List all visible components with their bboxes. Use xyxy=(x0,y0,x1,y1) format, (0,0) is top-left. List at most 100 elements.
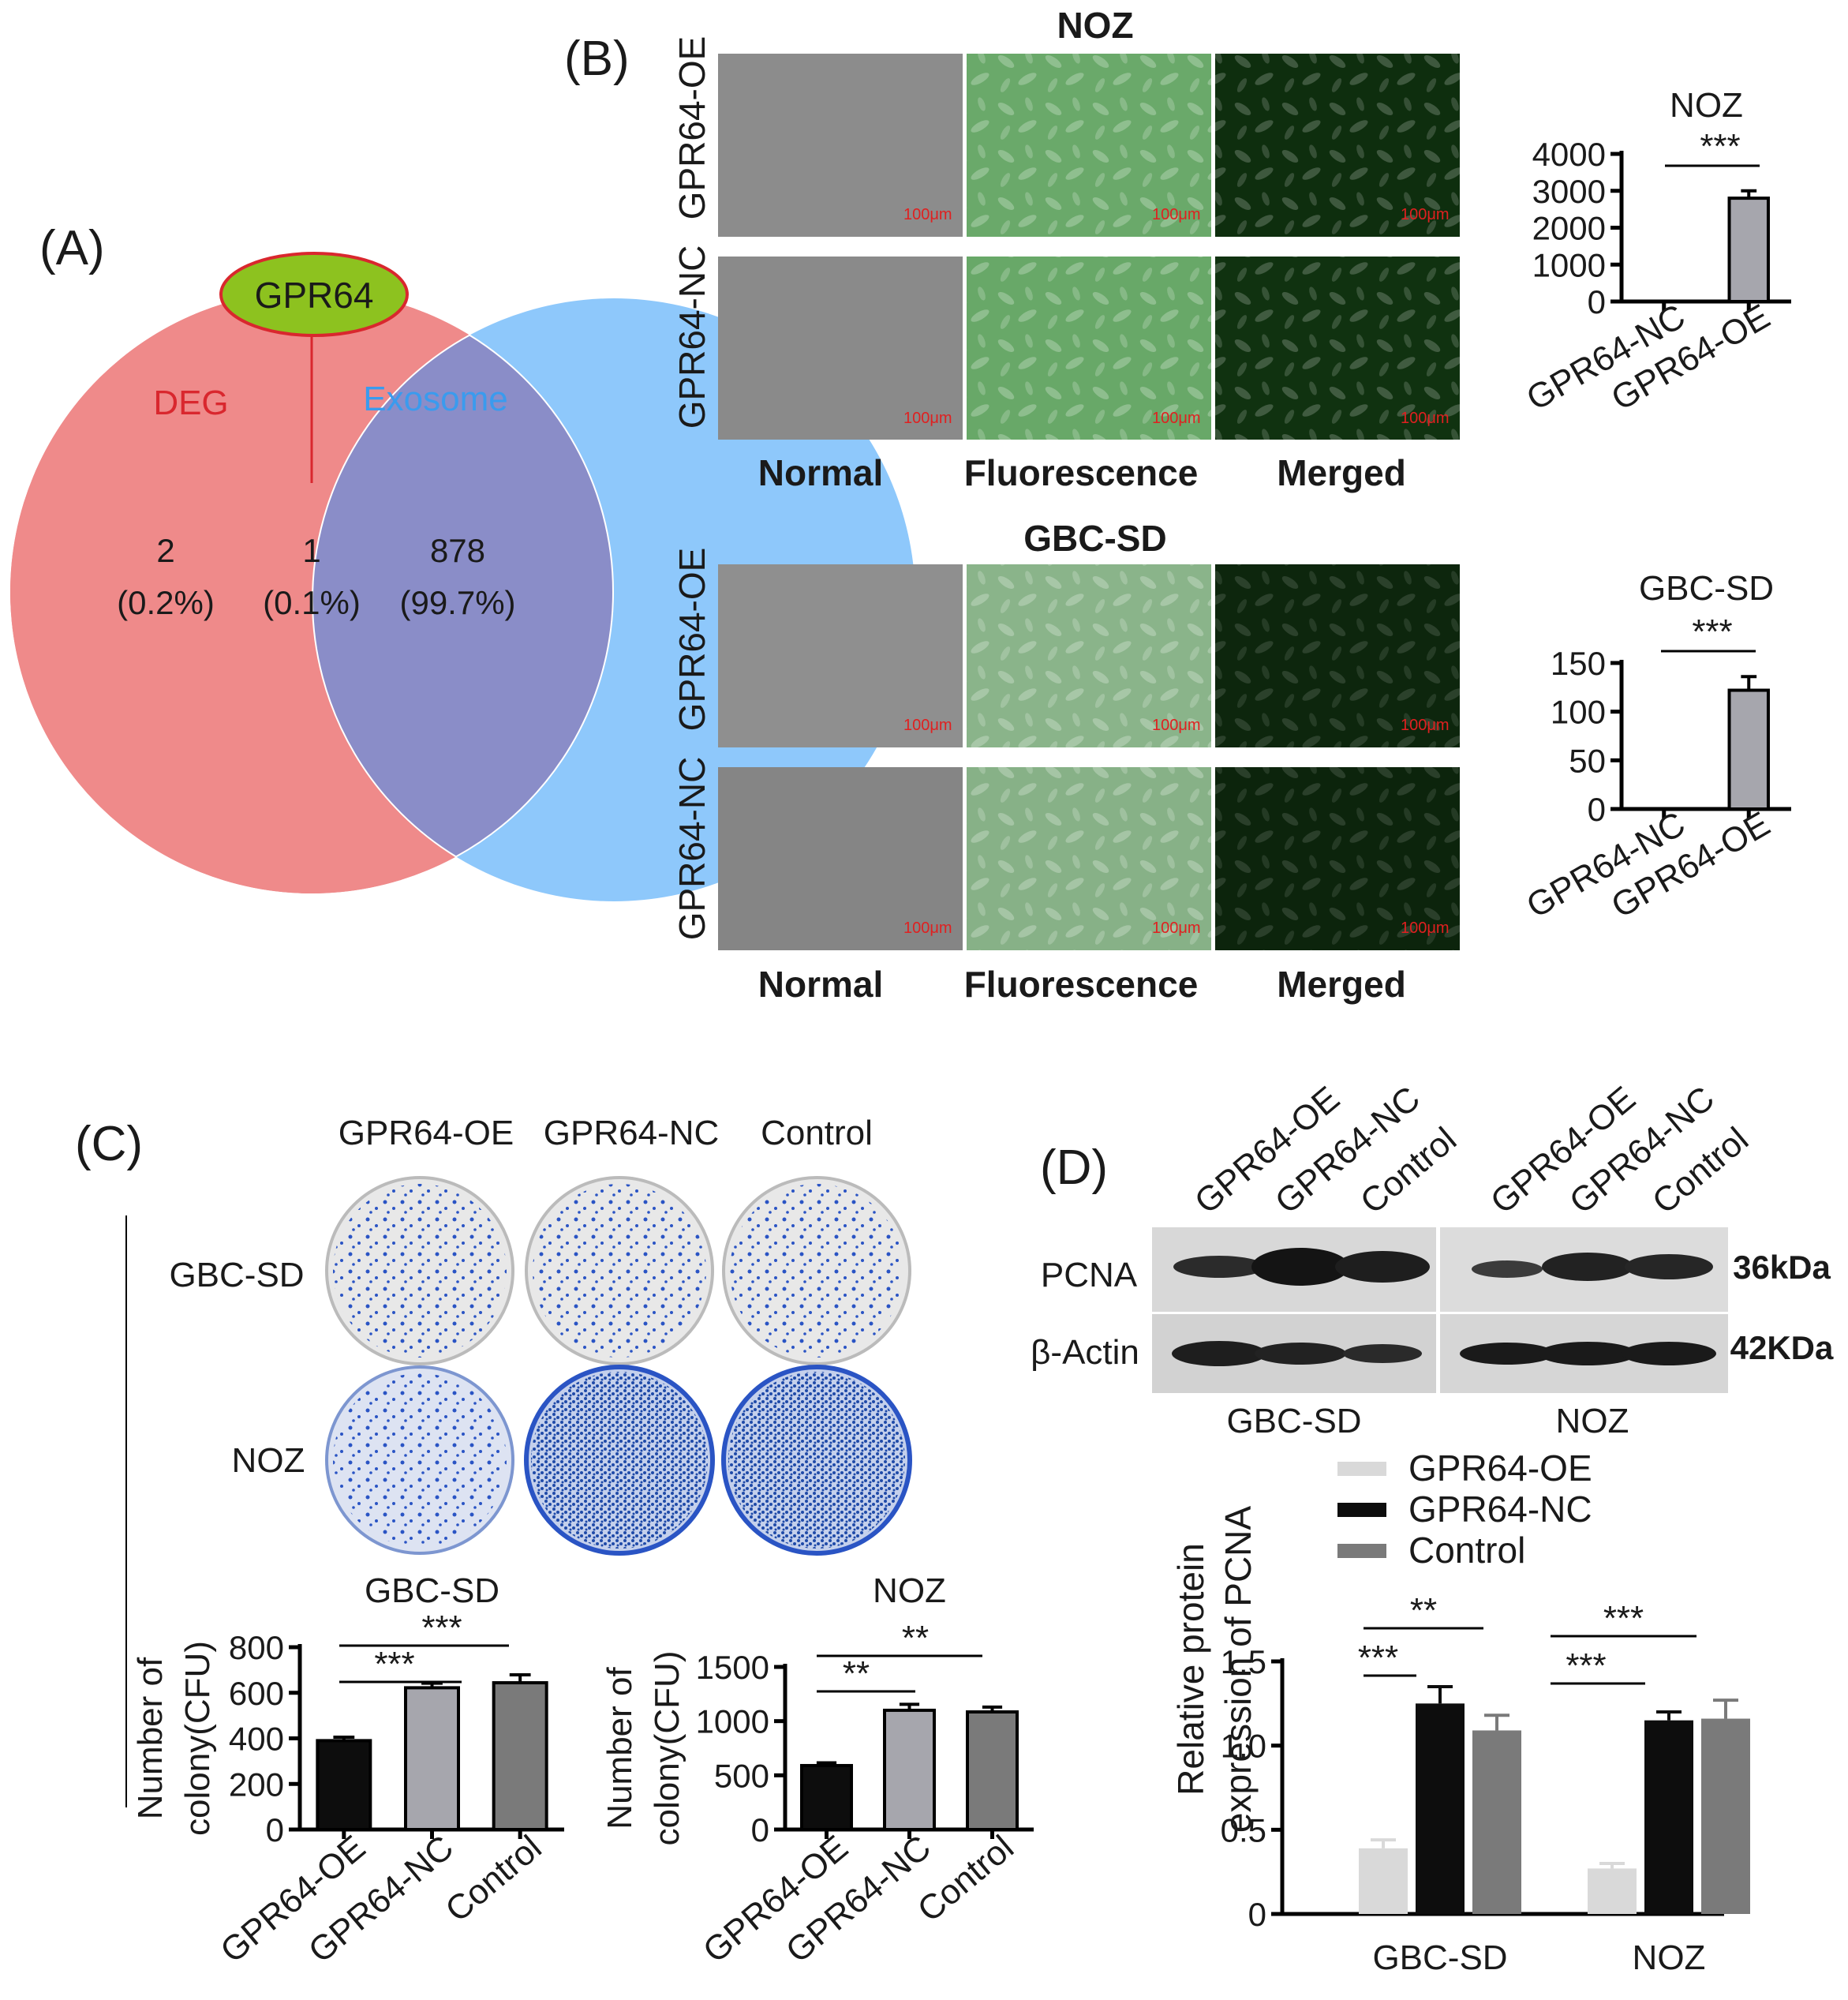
y-tick-label: 4000 xyxy=(1532,136,1606,173)
venn-overlap-region xyxy=(312,334,614,858)
legend-label: Control xyxy=(1408,1530,1525,1571)
y-axis-label: Relative protein xyxy=(1170,1543,1211,1796)
noz-oe-fluorescence-cells xyxy=(967,54,1211,237)
bar xyxy=(966,1710,1019,1832)
plate-gbcsd-control-colonies xyxy=(730,1184,903,1358)
scale-bar: 100μm xyxy=(903,410,952,427)
y-tick-label: 200 xyxy=(229,1766,284,1803)
panel-b: (B) NOZ GBC-SD GPR64-OE GPR64-NC GPR64-O… xyxy=(564,5,1791,1005)
noz-micrograph-title: NOZ xyxy=(1057,5,1133,46)
col-fluorescence-label: Fluorescence xyxy=(964,452,1199,493)
gbcsd-oe-fluorescence-cells xyxy=(967,564,1211,747)
chart-title: NOZ xyxy=(873,1571,946,1610)
bar xyxy=(1644,1720,1693,1914)
set-deg-label: DEG xyxy=(153,384,228,422)
scale-bar: 100μm xyxy=(1401,717,1450,734)
significance-stars: *** xyxy=(1603,1599,1644,1638)
col-normal-label: Normal xyxy=(758,964,883,1005)
bar xyxy=(1727,688,1770,811)
set-exosome-label: Exosome xyxy=(363,380,507,418)
noz-oe-merged-cells xyxy=(1215,54,1460,237)
y-tick-label: 0 xyxy=(1588,791,1606,828)
band-actin xyxy=(1343,1344,1422,1363)
scale-bar: 100μm xyxy=(1401,410,1450,427)
chart-title: GBC-SD xyxy=(365,1571,499,1610)
y-tick-label: 0 xyxy=(266,1811,284,1848)
plate-gbcsd-nc-colonies xyxy=(533,1184,706,1358)
bar xyxy=(1472,1730,1521,1914)
y-axis-label: Number of xyxy=(600,1667,639,1830)
bar xyxy=(1701,1718,1750,1914)
scale-bar: 100μm xyxy=(903,919,952,937)
panel-c-label: (C) xyxy=(75,1117,143,1171)
significance-stars: *** xyxy=(1700,127,1740,166)
plate-noz-nc-colonies xyxy=(531,1372,708,1549)
col-normal-label: Normal xyxy=(758,452,883,493)
significance-stars: ** xyxy=(843,1654,870,1693)
y-tick-label: 1500 xyxy=(696,1649,769,1686)
scale-bar: 100μm xyxy=(1152,206,1201,223)
bar xyxy=(316,1739,372,1831)
legend-swatch xyxy=(1337,1544,1386,1558)
panel-a-label: (A) xyxy=(39,221,105,275)
right-percent: (99.7%) xyxy=(399,584,515,621)
gbcsd-nc-merged-cells xyxy=(1215,767,1460,950)
noz-micrograph-grid xyxy=(718,54,1460,440)
significance-stars: *** xyxy=(1358,1639,1398,1677)
y-tick-label: 150 xyxy=(1551,645,1606,682)
y-tick-label: 1000 xyxy=(1532,246,1606,283)
bar xyxy=(800,1763,853,1832)
significance-stars: *** xyxy=(421,1609,462,1647)
plate-row-gbcsd-label: GBC-SD xyxy=(169,1256,304,1294)
overlap-percent: (0.1%) xyxy=(263,584,361,621)
scale-bar: 100μm xyxy=(1152,919,1201,937)
significance-stars: ** xyxy=(1410,1591,1437,1630)
scale-bar: 100μm xyxy=(1401,919,1450,937)
noz-nc-normal-image xyxy=(718,257,963,440)
band-pcna-size: 36kDa xyxy=(1733,1249,1831,1286)
noz-oe-normal-image xyxy=(718,54,963,237)
band-actin-size: 42KDa xyxy=(1730,1329,1834,1366)
bar xyxy=(404,1686,460,1831)
plate-col-oe-label: GPR64-OE xyxy=(339,1114,514,1152)
x-tick-label: Control xyxy=(438,1828,548,1930)
scale-bar: 100μm xyxy=(1152,717,1201,734)
noz-nc-fluorescence-cells xyxy=(967,257,1211,440)
panel-a: (A) GPR64 DEG Exosome 2 (0.2%) 1 (0.1%) … xyxy=(10,221,915,901)
col-merged-label: Merged xyxy=(1277,964,1406,1005)
y-tick-label: 50 xyxy=(1569,742,1606,779)
gbcsd-nc-normal-image xyxy=(718,767,963,950)
plate-row-noz-label: NOZ xyxy=(232,1441,305,1480)
band-actin xyxy=(1460,1343,1554,1365)
band-pcna xyxy=(1335,1251,1430,1283)
y-tick-label: 0 xyxy=(751,1811,769,1848)
plate-noz-control-colonies xyxy=(728,1372,905,1549)
band-pcna xyxy=(1251,1248,1349,1286)
noz-row-oe-label: GPR64-OE xyxy=(671,36,713,220)
panel-d-label: (D) xyxy=(1040,1140,1108,1195)
y-axis-label: expression of PCNA xyxy=(1218,1506,1259,1833)
gene-ellipse xyxy=(219,252,409,337)
legend-swatch xyxy=(1337,1503,1386,1517)
y-tick-label: 0 xyxy=(1588,283,1606,320)
y-tick-label: 0.5 xyxy=(1221,1811,1266,1848)
band-pcna xyxy=(1542,1253,1633,1281)
left-count: 2 xyxy=(156,532,174,569)
band-actin xyxy=(1539,1342,1637,1365)
noz-nc-merged-cells xyxy=(1215,257,1460,440)
y-tick-label: 400 xyxy=(229,1721,284,1758)
significance-stars: *** xyxy=(1566,1646,1606,1685)
gbcsd-oe-normal-image xyxy=(718,564,963,747)
scale-bar: 100μm xyxy=(903,206,952,223)
y-tick-label: 3000 xyxy=(1532,173,1606,210)
band-actin xyxy=(1172,1341,1266,1366)
y-axis-label: colony(CFU) xyxy=(648,1651,686,1846)
noz-row-nc-label: GPR64-NC xyxy=(671,245,713,429)
gbcsd-micrograph-grid xyxy=(718,564,1460,950)
significance-stars: ** xyxy=(902,1619,929,1657)
panel-d: (D) GPR64-OE GPR64-NC Control GPR64-OE G… xyxy=(1031,1079,1834,1977)
x-tick-label: Control xyxy=(911,1828,1021,1930)
